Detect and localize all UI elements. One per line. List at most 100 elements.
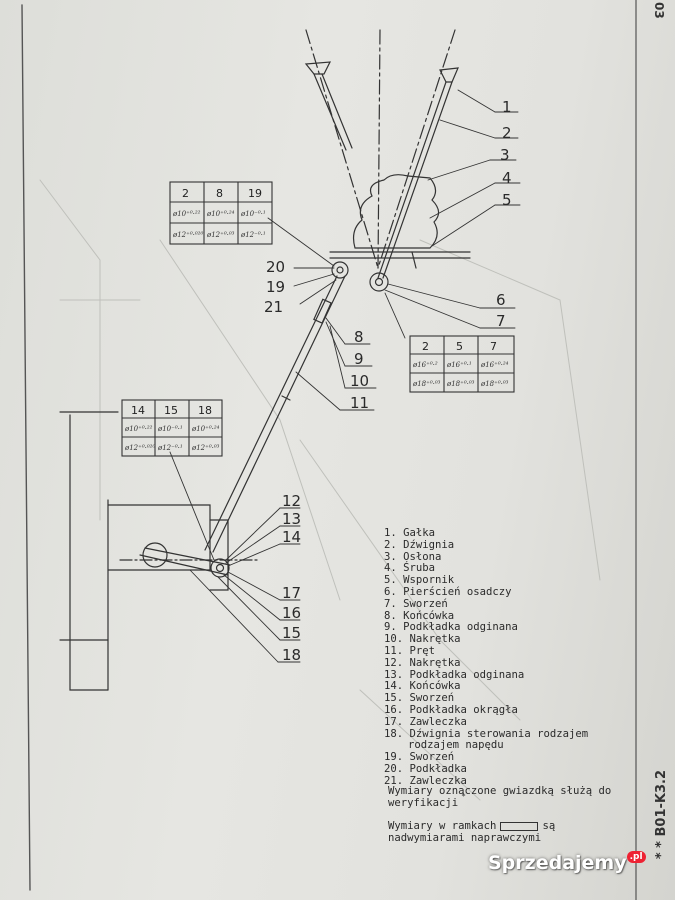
legend-item: 21. Zawleczka xyxy=(384,774,467,787)
star-note: Wymiary oznaczone gwiazdką służą do wery… xyxy=(388,785,628,810)
t3-h1: 15 xyxy=(164,404,178,417)
t2-r2c2: ø18⁺⁰·⁰³ xyxy=(480,380,509,388)
drawing-notes: Wymiary oznaczone gwiazdką służą do wery… xyxy=(388,785,628,854)
t3-r2c1: ø12⁻⁰·¹ xyxy=(157,444,183,452)
legend-item: 19. Sworzeń xyxy=(384,751,455,764)
joint-15-16-17 xyxy=(210,558,230,578)
legend-item: 8. Końcówka xyxy=(384,609,455,622)
knob-right xyxy=(439,67,459,83)
callout-1: 1 xyxy=(502,98,512,116)
callout-9: 9 xyxy=(354,350,364,368)
joint-6-7 xyxy=(369,272,389,292)
legend-item: 10. Nakrętka xyxy=(384,633,461,646)
legend-item: 17. Zawleczka xyxy=(384,715,467,728)
t1-r2c0: ø12⁺⁰·⁰²⁰ xyxy=(172,231,203,239)
legend-item: 15. Sworzeń xyxy=(384,692,455,705)
callout-21: 21 xyxy=(264,298,283,316)
t2-h1: 5 xyxy=(456,340,463,353)
callout-20: 20 xyxy=(266,258,285,276)
star-mark: * xyxy=(461,792,466,801)
callout-3: 3 xyxy=(500,146,510,164)
t1-r1c1: ø10⁺⁰·²⁴ xyxy=(206,210,235,218)
joint-19-20-21 xyxy=(331,261,349,279)
boot xyxy=(352,174,440,249)
t1-r1c0: ø10⁺⁰·²² xyxy=(172,210,201,218)
parts-legend: 1. Gałka 2. Dźwignia 3. Osłona 4. Śruba … xyxy=(384,527,644,788)
legend-item: 11. Pręt xyxy=(384,644,436,657)
legend-item: 12. Nakrętka xyxy=(384,656,461,669)
t1-r2c1: ø12⁺⁰·⁰³ xyxy=(206,231,235,239)
callout-17: 17 xyxy=(282,584,301,602)
callout-4: 4 xyxy=(502,169,512,187)
callout-11: 11 xyxy=(350,394,369,412)
t1-r1c2: ø10⁻⁰·¹ xyxy=(240,210,266,218)
frame-symbol xyxy=(500,821,539,831)
t2-r1c2: ø16⁺⁰·²⁴ xyxy=(480,361,509,369)
t2-r2c0: ø18⁺⁰·⁰³ xyxy=(412,380,441,388)
t3-h2: 18 xyxy=(198,404,212,417)
rod-end-8 xyxy=(313,298,332,324)
callout-19: 19 xyxy=(266,278,285,296)
callout-14: 14 xyxy=(282,528,301,546)
legend-item: 3. Osłona xyxy=(384,550,442,563)
legend-item: 5. Wspornik xyxy=(384,574,455,587)
callout-13: 13 xyxy=(282,510,301,528)
gearbox-housing xyxy=(59,411,229,691)
watermark-text: Sprzedajemy xyxy=(488,852,627,874)
screw xyxy=(411,251,417,269)
legend-item: 4. Śruba xyxy=(384,562,436,575)
callout-numbers: 1 2 3 4 5 6 7 8 9 10 11 12 13 14 17 16 1… xyxy=(264,98,512,664)
leader-lines xyxy=(169,89,521,663)
t3-r1c2: ø10⁺⁰·²⁴ xyxy=(191,425,220,433)
table-frames xyxy=(121,181,515,457)
legend-item: 20. Podkładka xyxy=(384,762,467,775)
side-document-code: * * B01-K3.2 xyxy=(654,770,669,860)
callout-15: 15 xyxy=(282,624,301,642)
frame-note-a: Wymiary w ramkach xyxy=(388,820,497,832)
watermark-suffix: .pl xyxy=(626,851,646,863)
t2-r1c1: ø16⁺⁰·¹ xyxy=(446,361,472,369)
t3-r1c1: ø10⁻⁰·¹ xyxy=(157,425,183,433)
legend-item: 13. Podkładka odginana xyxy=(384,668,525,681)
t3-r1c0: ø10⁺⁰·²² xyxy=(124,425,153,433)
frame-note-b: są nadwymiarami naprawczymi xyxy=(388,820,556,844)
legend-item: 7. Sworzeń xyxy=(384,597,448,610)
lower-pivot xyxy=(142,542,168,568)
t1-r2c2: ø12⁻⁰·¹ xyxy=(240,231,266,239)
t1-h2: 19 xyxy=(248,187,262,200)
watermark-logo: Sprzedajemy.pl xyxy=(488,851,646,874)
t3-r2c2: ø12⁺⁰·⁰³ xyxy=(191,444,220,452)
callout-18: 18 xyxy=(282,646,301,664)
background-sketch xyxy=(39,179,601,801)
table-right: 2 5 7 ø16⁺⁰·² ø16⁺⁰·¹ ø16⁺⁰·²⁴ ø18⁺⁰·⁰³ … xyxy=(412,340,509,388)
t2-r2c1: ø18⁺⁰·⁰³ xyxy=(446,380,475,388)
page-number: 03 xyxy=(652,2,666,19)
t1-h0: 2 xyxy=(182,187,189,200)
t2-r1c0: ø16⁺⁰·² xyxy=(412,361,438,369)
legend-item: 14. Końcówka xyxy=(384,680,461,693)
centerline-tilted xyxy=(305,29,379,269)
table-lower-left: 14 15 18 ø10⁺⁰·²² ø10⁻⁰·¹ ø10⁺⁰·²⁴ ø12⁺⁰… xyxy=(124,404,220,452)
legend-item: 18. Dźwignia sterowania rodzajem rodzaje… xyxy=(384,727,589,752)
callout-8: 8 xyxy=(354,328,364,346)
star-note-text: Wymiary oznaczone gwiazdką służą do wery… xyxy=(388,785,612,809)
rod-tick xyxy=(281,395,291,401)
callout-12: 12 xyxy=(282,492,301,510)
lever-right xyxy=(377,81,453,279)
callout-16: 16 xyxy=(282,604,301,622)
legend-item: 16. Podkładka okrągła xyxy=(384,703,518,716)
left-border-line xyxy=(21,4,31,891)
t3-r2c0: ø12⁺⁰·⁰²⁰ xyxy=(124,444,155,452)
t3-h0: 14 xyxy=(131,404,145,417)
callout-5: 5 xyxy=(502,191,512,209)
lever-left xyxy=(313,73,353,151)
legend-item: 6. Pierścień osadczy xyxy=(384,585,512,598)
legend-item: 1. Gałka xyxy=(384,527,436,539)
callout-7: 7 xyxy=(496,312,506,330)
centerline-right xyxy=(377,29,456,269)
t2-h0: 2 xyxy=(422,340,429,353)
legend-item: 9. Podkładka odginana xyxy=(384,621,518,634)
lower-lever xyxy=(139,547,231,576)
